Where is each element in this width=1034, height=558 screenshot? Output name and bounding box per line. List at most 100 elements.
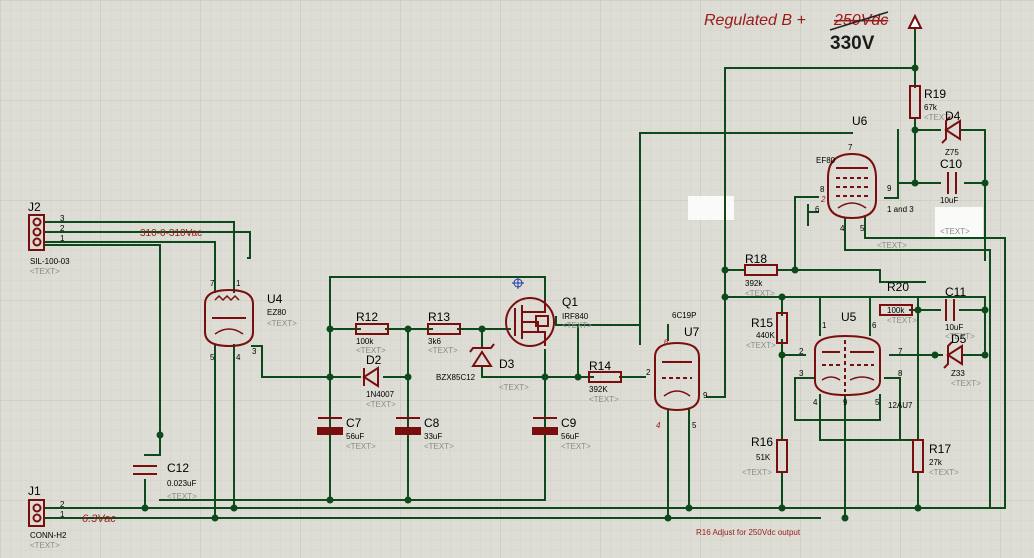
j1-ref: J1 xyxy=(28,484,41,498)
r19-resistor-symbol[interactable] xyxy=(909,85,921,119)
c9-capacitor-symbol[interactable] xyxy=(532,417,558,435)
r18-placeholder: <TEXT> xyxy=(745,289,775,298)
u6-pin2: 2 xyxy=(820,195,826,204)
wires xyxy=(43,27,1006,519)
c9-ref: C9 xyxy=(561,416,577,430)
u4-placeholder: <TEXT> xyxy=(267,319,297,328)
c8-capacitor-symbol[interactable] xyxy=(395,417,421,435)
u6-value: EF80 xyxy=(816,156,836,165)
r19-value: 67k xyxy=(924,103,938,112)
j1-connector-symbol[interactable] xyxy=(28,499,45,527)
u6-pin8: 8 xyxy=(820,185,825,194)
d5-placeholder: <TEXT> xyxy=(951,379,981,388)
d4-zener-symbol[interactable] xyxy=(941,116,961,144)
d5-ref: D5 xyxy=(951,332,967,346)
crosshair-icon xyxy=(512,277,524,289)
c9-value: 56uF xyxy=(561,432,579,441)
u5-pin8: 8 xyxy=(898,369,903,378)
u5-pin5: 5 xyxy=(875,398,880,407)
u5-dual-triode-tube-symbol[interactable] xyxy=(814,334,881,397)
r14-resistor-symbol[interactable] xyxy=(588,371,622,383)
j1-pin2: 2 xyxy=(60,500,65,509)
r18-ref: R18 xyxy=(745,252,767,266)
u7-ref: U7 xyxy=(684,325,700,339)
r20-resistor-symbol[interactable] xyxy=(879,304,913,316)
r17-ref: R17 xyxy=(929,442,951,456)
u4-rectifier-tube-symbol[interactable] xyxy=(204,288,254,348)
u7-pin5: 5 xyxy=(692,421,697,430)
r12-placeholder: <TEXT> xyxy=(356,346,386,355)
r18-resistor-symbol[interactable] xyxy=(744,264,778,276)
j1-value: CONN-H2 xyxy=(30,531,67,540)
u7-pin4: 4 xyxy=(656,421,661,430)
r15-resistor-symbol[interactable] xyxy=(776,312,788,344)
u6-pin4: 4 xyxy=(840,224,845,233)
u5-ref: U5 xyxy=(841,310,857,324)
u5-pin9: 9 xyxy=(843,398,848,407)
c12-placeholder: <TEXT> xyxy=(167,492,197,501)
r20-ref: R20 xyxy=(887,280,909,294)
c12-ref: C12 xyxy=(167,461,189,475)
r16-placeholder: <TEXT> xyxy=(742,468,772,477)
d3-ref: D3 xyxy=(499,357,515,371)
r15-value: 440K xyxy=(756,331,775,340)
u6-pin-note: 1 and 3 xyxy=(887,205,914,214)
j2-connector-symbol[interactable] xyxy=(28,214,45,251)
r20-value: 100k xyxy=(887,306,905,315)
r12-ref: R12 xyxy=(356,310,378,324)
u6-pin7: 7 xyxy=(848,143,853,152)
u4-ref: U4 xyxy=(267,292,283,306)
d2-diode-symbol[interactable] xyxy=(362,366,379,388)
r20-placeholder: <TEXT> xyxy=(887,316,917,325)
u7-pin9: 9 xyxy=(703,391,708,400)
r17-value: 27k xyxy=(929,458,943,467)
d2-ref: D2 xyxy=(366,353,382,367)
c11-capacitor-symbol[interactable] xyxy=(945,299,955,321)
r16-ref: R16 xyxy=(751,435,773,449)
u5-pin4: 4 xyxy=(813,398,818,407)
u4-pin7: 7 xyxy=(210,279,215,288)
r16-resistor-symbol[interactable] xyxy=(776,439,788,473)
r12-resistor-symbol[interactable] xyxy=(355,323,389,335)
c12-capacitor-symbol[interactable] xyxy=(133,465,157,475)
c12-value: 0.023uF xyxy=(167,479,196,488)
secondary-note: 310-0-310Vac xyxy=(140,228,202,239)
d3-value: BZX85C12 xyxy=(436,373,476,382)
u7-pass-tube-symbol[interactable] xyxy=(654,341,700,412)
j2-pin1: 1 xyxy=(60,234,65,243)
title-text: Regulated B + xyxy=(704,12,806,29)
j2-value: SIL-100-03 xyxy=(30,257,70,266)
u6-pentode-tube-symbol[interactable] xyxy=(827,152,877,220)
c7-ref: C7 xyxy=(346,416,362,430)
j1-pin1: 1 xyxy=(60,510,65,519)
c8-value: 33uF xyxy=(424,432,442,441)
u4-pin5: 5 xyxy=(210,353,215,362)
u4-pin1: 1 xyxy=(236,279,241,288)
c9-placeholder: <TEXT> xyxy=(561,442,591,451)
q1-placeholder: <TEXT> xyxy=(562,321,592,330)
adjust-note: R16 Adjust for 250Vdc output xyxy=(696,528,801,537)
c7-capacitor-symbol[interactable] xyxy=(317,417,343,435)
strike-line xyxy=(829,11,889,31)
d3-zener-symbol[interactable] xyxy=(469,343,495,367)
c11-ref: C11 xyxy=(945,285,966,299)
c10-capacitor-symbol[interactable] xyxy=(947,172,957,194)
q1-mosfet-symbol[interactable] xyxy=(505,297,555,347)
r17-resistor-symbol[interactable] xyxy=(912,439,924,473)
q1-ref: Q1 xyxy=(562,295,578,309)
c11-placeholder: <TEXT> xyxy=(945,332,975,341)
d4-ref: D4 xyxy=(945,109,961,123)
r13-placeholder: <TEXT> xyxy=(428,346,458,355)
j2-pin2: 2 xyxy=(60,224,65,233)
d5-zener-symbol[interactable] xyxy=(943,341,963,369)
d4-value: Z75 xyxy=(945,148,959,157)
d3-placeholder: <TEXT> xyxy=(499,383,529,392)
u5-pin2: 2 xyxy=(799,347,804,356)
r13-resistor-symbol[interactable] xyxy=(427,323,461,335)
j1-placeholder: <TEXT> xyxy=(30,541,60,550)
u5-pin3: 3 xyxy=(799,369,804,378)
r15-ref: R15 xyxy=(751,316,773,330)
r14-value: 392K xyxy=(589,385,608,394)
junctions xyxy=(141,64,989,522)
